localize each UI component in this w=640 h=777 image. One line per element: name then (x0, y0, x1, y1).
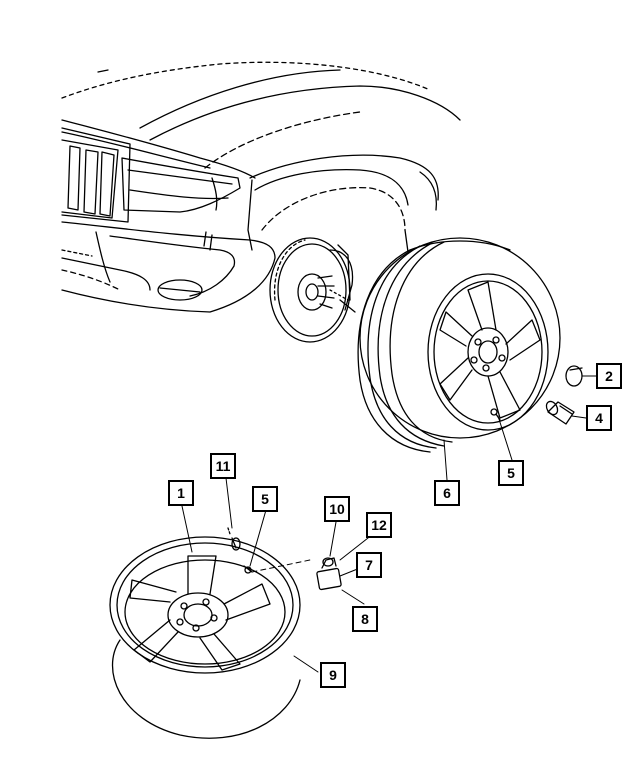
callout-11: 11 (210, 453, 236, 479)
callout-5-wheel: 5 (498, 460, 524, 486)
callout-1: 1 (168, 480, 194, 506)
center-cap-part (565, 365, 583, 387)
callout-9: 9 (320, 662, 346, 688)
callout-10: 10 (324, 496, 350, 522)
callout-6: 6 (434, 480, 460, 506)
callout-2: 2 (596, 363, 622, 389)
loose-wheel-assembly (109, 536, 301, 739)
installed-tire-and-wheel (357, 237, 561, 453)
callout-4: 4 (586, 405, 612, 431)
callout-5-rim: 5 (252, 486, 278, 512)
brake-rotor-hub (269, 237, 356, 343)
callout-8: 8 (352, 606, 378, 632)
callout-7: 7 (356, 552, 382, 578)
tpms-sensor-part (316, 557, 342, 591)
vehicle-body-illustration (61, 61, 461, 313)
valve-stem-part (227, 527, 241, 551)
lug-nut-part (545, 400, 575, 425)
callout-12: 12 (366, 512, 392, 538)
